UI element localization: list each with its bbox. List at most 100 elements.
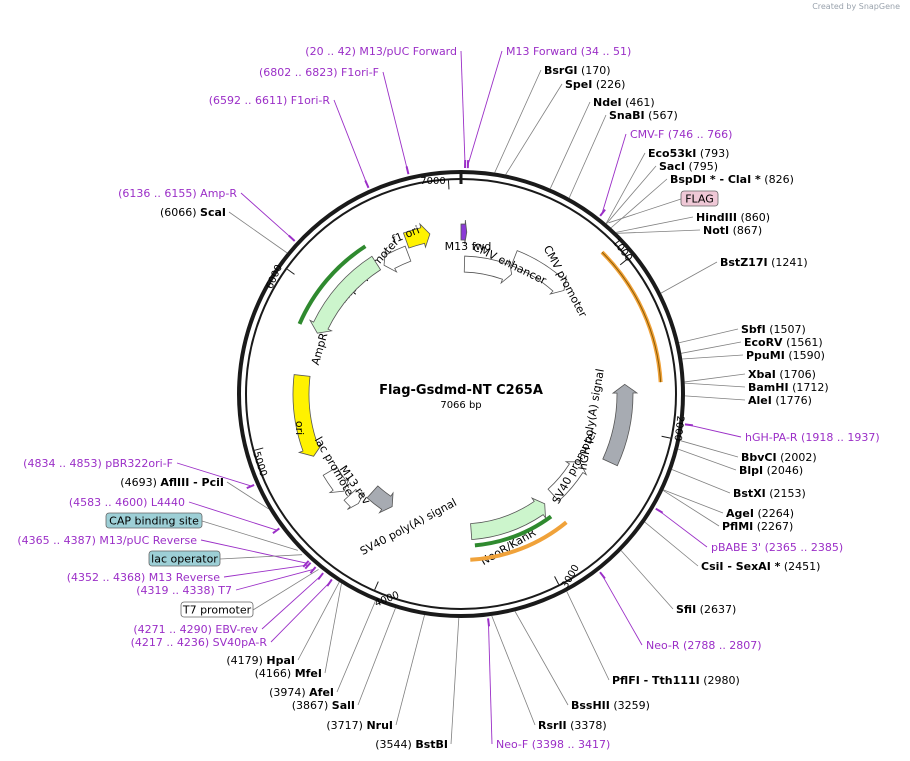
- restriction-site-label: Eco53kI (793): [648, 147, 729, 160]
- tick-mark-7000: [447, 180, 450, 190]
- feature-box-label: T7 promoter: [182, 604, 252, 617]
- site-position: (6066): [160, 206, 197, 219]
- primer-site-mark: [326, 578, 333, 587]
- orf-arc-ampr: [297, 244, 367, 325]
- tick-mark-4000: [374, 581, 379, 591]
- primer-site-mark: [309, 566, 317, 574]
- restriction-site-label: (3717) NruI: [326, 719, 393, 732]
- primer-site-mark: [655, 507, 664, 514]
- primer-leader-line: [176, 462, 252, 487]
- feature-box: [105, 512, 203, 529]
- primer-leader-line: [467, 50, 503, 166]
- primer-label: pBABE 3' (2365 .. 2385): [711, 541, 843, 554]
- tick-label-3000: 3000: [560, 563, 582, 591]
- site-leader-line: [678, 328, 739, 344]
- restriction-site-label: RsrII (3378): [538, 719, 607, 732]
- site-position: (3974): [269, 686, 306, 699]
- primer-label: (4217 .. 4236) SV40pA-R: [131, 636, 268, 649]
- site-position: (1561): [786, 336, 823, 349]
- site-position: (2980): [703, 674, 740, 687]
- site-position: (1706): [779, 368, 816, 381]
- restriction-site-label: BspDI * - ClaI * (826): [670, 173, 794, 186]
- primer-site-mark: [599, 571, 606, 580]
- orf-arc-gsdmd: [600, 250, 663, 383]
- primer-leader-line: [188, 501, 278, 531]
- feature-label: SV40 poly(A) signal: [358, 496, 459, 558]
- feature-arrow: [463, 255, 513, 285]
- plasmid-name: Flag-Gsdmd-NT C265A: [379, 383, 543, 398]
- plasmid-length: 7066 bp: [440, 400, 481, 411]
- restriction-site-label: BamHI (1712): [748, 381, 829, 394]
- site-name: SpeI: [565, 78, 592, 91]
- restriction-site-label: PflMI (2267): [722, 520, 793, 533]
- feature-arrow: [309, 255, 382, 334]
- site-position: (170): [581, 64, 611, 77]
- site-position: (793): [700, 147, 730, 160]
- site-leader-line: [684, 373, 746, 383]
- site-name: HpaI: [266, 654, 295, 667]
- credit-text: Created by SnapGene: [812, 2, 900, 11]
- orf-arc-neor: [474, 514, 553, 548]
- primer-leader-line: [658, 509, 708, 548]
- site-name: AfeI: [309, 686, 334, 699]
- site-leader-line: [671, 469, 731, 494]
- site-labels: BsrGI (170)SpeI (226)NdeI (461)SnaBI (56…: [17, 45, 879, 751]
- restriction-site-label: BsrGI (170): [544, 64, 611, 77]
- site-leader-line: [605, 152, 646, 224]
- primer-site-mark: [304, 562, 312, 570]
- site-name: SacI: [659, 160, 685, 173]
- restriction-site-label: (3544) BstBI: [375, 738, 448, 751]
- site-leader-line: [681, 341, 742, 354]
- site-position: (3867): [292, 699, 329, 712]
- tick-mark-6000: [286, 268, 295, 275]
- primer-label: (4365 .. 4387) M13/pUC Reverse: [17, 534, 197, 547]
- primer-site-mark: [405, 166, 410, 175]
- site-position: (3259): [613, 699, 650, 712]
- restriction-site-label: PpuMI (1590): [746, 349, 825, 362]
- site-position: (795): [688, 160, 718, 173]
- feature-arrow: [366, 485, 394, 514]
- feature-arrow: [402, 222, 431, 249]
- feature-label: hGH poly(A) signal: [576, 368, 607, 471]
- site-leader-line: [677, 448, 737, 471]
- site-leader-line: [228, 211, 288, 254]
- site-name: BbvCI: [741, 451, 777, 464]
- site-position: (4166): [255, 667, 292, 680]
- primer-leader-line: [261, 575, 322, 630]
- restriction-site-label: (4166) MfeI: [255, 667, 322, 680]
- site-leader-line: [357, 608, 396, 706]
- tick-label-2000: 2000: [671, 415, 685, 442]
- restriction-site-label: (4693) AflIII - PciI: [120, 476, 224, 489]
- site-leader-line: [549, 101, 591, 189]
- restriction-site-label: NdeI (461): [593, 96, 655, 109]
- site-leader-line: [395, 614, 425, 726]
- site-name: BspDI * - ClaI *: [670, 173, 761, 186]
- site-position: (1590): [788, 349, 825, 362]
- site-position: (1776): [775, 394, 812, 407]
- tick-mark-2000: [661, 435, 671, 439]
- site-leader-line: [617, 229, 701, 234]
- site-name: ScaI: [200, 206, 226, 219]
- site-leader-line: [514, 611, 569, 706]
- site-name: BstBI: [415, 738, 448, 751]
- site-name: SnaBI: [609, 109, 645, 122]
- restriction-site-label: SnaBI (567): [609, 109, 678, 122]
- primer-leader-line: [270, 581, 331, 643]
- restriction-site-label: PflFI - Tth111I (2980): [612, 674, 740, 687]
- restriction-site-label: BstZ17I (1241): [720, 256, 808, 269]
- feature-arrow: [470, 497, 546, 541]
- box-leader-line: [608, 198, 682, 224]
- restriction-site-label: BlpI (2046): [739, 464, 803, 477]
- site-name: RsrII: [538, 719, 567, 732]
- feature-box-label: lac operator: [151, 553, 218, 566]
- feature-arrow: [602, 383, 639, 467]
- site-position: (3544): [375, 738, 412, 751]
- site-leader-line: [566, 591, 610, 681]
- orf-arc-neor-outer: [470, 520, 568, 562]
- feature-arrow: [460, 220, 468, 245]
- site-leader-line: [505, 83, 563, 175]
- feature-label: ori: [293, 421, 306, 435]
- feature-box: [148, 550, 221, 567]
